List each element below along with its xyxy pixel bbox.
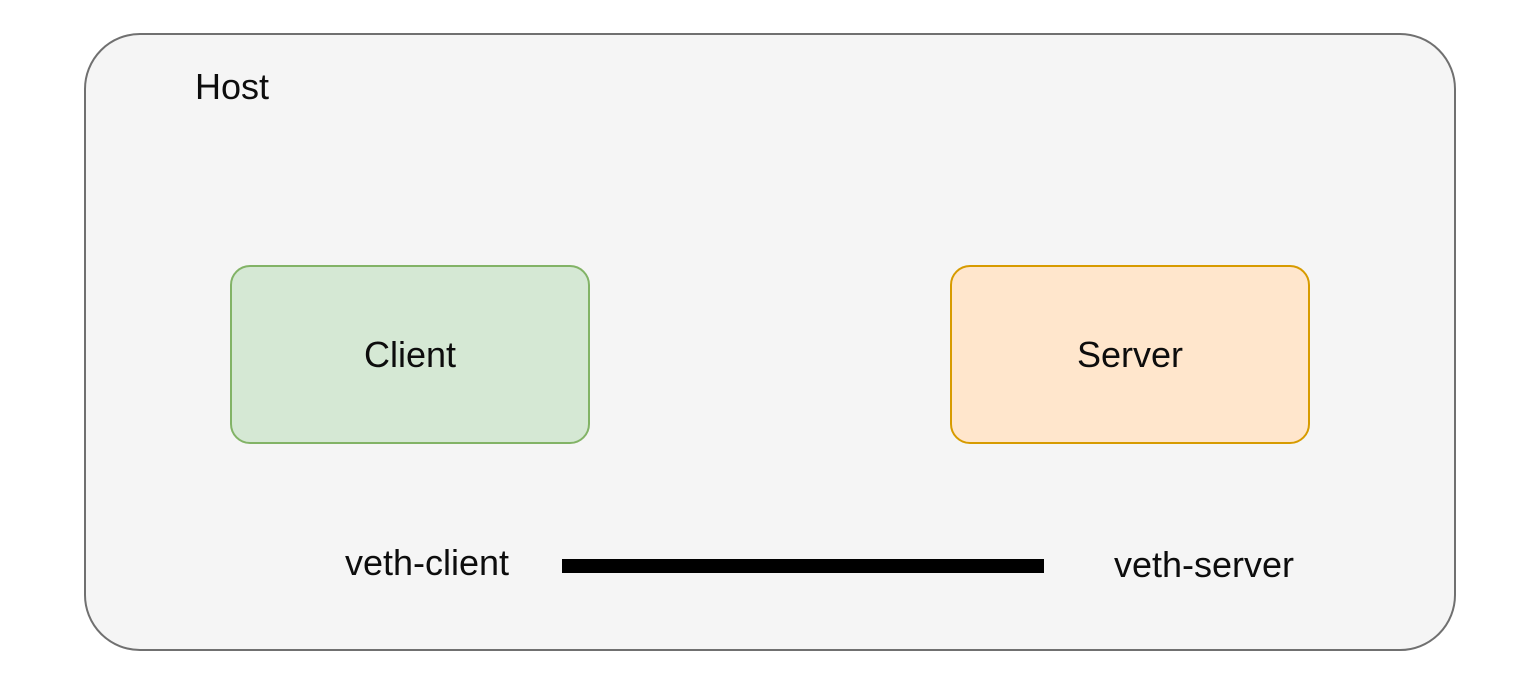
server-node-label: Server — [1076, 333, 1184, 375]
client-node-label: Client — [363, 333, 457, 375]
host-label: Host — [195, 66, 270, 107]
veth-client-label: veth-client — [344, 542, 510, 583]
veth-link-line — [562, 559, 1044, 573]
host-container-box: Host Client Server veth-client veth-serv… — [84, 33, 1456, 651]
server-node: Server — [950, 265, 1310, 444]
veth-server-label: veth-server — [1113, 544, 1295, 585]
client-node: Client — [230, 265, 590, 444]
